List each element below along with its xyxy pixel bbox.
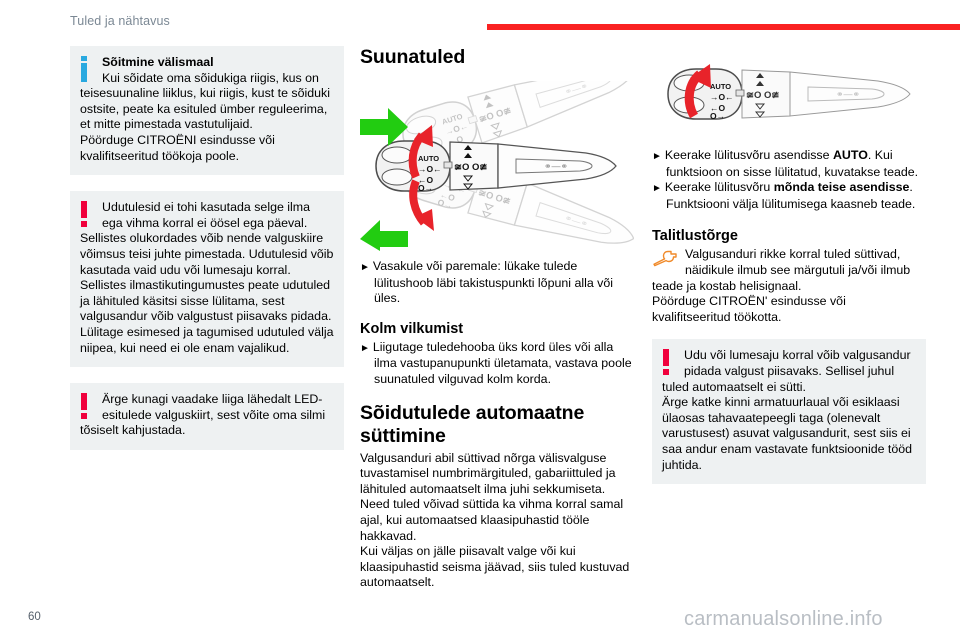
bullet-arrow-icon: ► [360, 262, 370, 273]
turn-signal-instruction-bullet: ►Vasakule või paremale: lükake tulede lü… [360, 259, 634, 307]
svg-text:⚭—⚭: ⚭—⚭ [836, 89, 860, 99]
right-column: AUTO →O← ←O O→ ≆O O≇ ⚭—⚭ ►Keerake lülitu… [652, 46, 926, 500]
auto-bullet-bold: AUTO [832, 148, 868, 162]
warning-callout-sensor-body: Udu või lumesaju korral võib valgusandur… [662, 348, 916, 395]
right-turn-green-arrow [360, 108, 408, 146]
warning-callout-fog-body: Udutulesid ei tohi kasutada selge ilma e… [80, 200, 334, 356]
info-callout-body: Sõitmine välismaal Kui sõidate oma sõidu… [80, 55, 334, 133]
malfunction-paragraph-2: Pöörduge CITROËN' esindusse või kvalifit… [652, 294, 846, 324]
warning-callout-led-beam: Ärge kunagi vaadake liiga lähedalt LED-e… [70, 383, 344, 450]
other-bullet-bold: mõnda teise asendisse [773, 180, 910, 195]
running-header-title: Tuled ja nähtavus [70, 14, 170, 28]
warning-icon [80, 393, 97, 420]
auto-headlamp-paragraph-1: Valgusanduri abil süttivad nõrga välisva… [360, 450, 616, 496]
svg-text:→O←: →O← [710, 92, 734, 102]
page-number: 60 [28, 611, 41, 623]
stalk-move-up-red-arrow [408, 125, 433, 179]
warning-callout-fog-lamps: Udutulesid ei tohi kasutada selge ilma e… [70, 191, 344, 368]
warning-icon [80, 201, 97, 228]
info-icon [80, 56, 97, 82]
auto-bullet-after: . Kui funktsioon on sisse lülitatud, kuv… [666, 148, 919, 179]
bullet-arrow-icon: ► [652, 151, 662, 162]
info-callout-driving-abroad: Sõitmine välismaal Kui sõidate oma sõidu… [70, 46, 344, 176]
svg-text:AUTO: AUTO [710, 82, 731, 91]
svg-text:O→: O→ [710, 111, 725, 121]
three-flashes-instruction-text: Liigutage tuledehooba üks kord üles või … [372, 339, 632, 386]
page-header: Tuled ja nähtavus [0, 0, 960, 40]
section-heading-turn-signals: Suunatuled [360, 46, 466, 68]
warning-callout-light-sensor: Udu või lumesaju korral võib valgusandur… [652, 339, 926, 485]
subheading-three-flashes: Kolm vilkumist [360, 320, 464, 337]
info-callout-paragraph-1: Kui sõidate oma sõidukiga riigis, kus on… [80, 70, 330, 132]
auto-headlamp-paragraph-3: Kui väljas on jälle piisavalt valge või … [360, 544, 630, 590]
three-flashes-instruction-bullet: ►Liigutage tuledehooba üks kord üles või… [360, 340, 634, 388]
left-turn-green-arrow [360, 220, 408, 251]
other-bullet-before: Keerake lülitusvõru [664, 180, 774, 195]
lighting-stalk-turn-signal-diagram: AUTO →O← ←O O→ ≆O O≇ ⚭—⚭ [360, 81, 634, 251]
bullet-arrow-icon: ► [360, 342, 370, 354]
site-watermark: carmanualsonline.info [684, 608, 883, 630]
warning-callout-fog-paragraph: Udutulesid ei tohi kasutada selge ilma e… [80, 200, 334, 355]
subheading-malfunction: Talitlustõrge [652, 228, 738, 245]
auto-headlamp-paragraph-2: Need tuled võivad süttida ka vihma korra… [360, 497, 624, 543]
rotate-ring-red-arrow [684, 64, 711, 119]
warning-icon [662, 349, 679, 376]
bullet-arrow-icon: ► [652, 183, 662, 195]
turn-signal-instruction-text: Vasakule või paremale: lükake tulede lül… [372, 259, 614, 306]
stalk-move-down-red-arrow [409, 179, 434, 231]
malfunction-paragraph-1: Valgusanduri rikke korral tuled süttivad… [652, 247, 926, 294]
warning-callout-led-body: Ärge kunagi vaadake liiga lähedalt LED-e… [80, 392, 334, 439]
lighting-stalk-auto-position-diagram: AUTO →O← ←O O→ ≆O O≇ ⚭—⚭ [652, 46, 926, 138]
warning-callout-sensor-paragraph-2: Ärge katke kinni armatuurlaual või esikl… [662, 395, 913, 472]
header-red-rule [487, 24, 960, 30]
other-position-instruction-bullet: ►Keerake lülitusvõru mõnda teise asendis… [652, 180, 926, 212]
svg-text:←O: ←O [710, 103, 726, 113]
left-column: Sõitmine välismaal Kui sõidate oma sõidu… [70, 46, 344, 466]
other-bullet-after: . Funktsiooni välja lülitumisega kaasneb… [666, 180, 916, 211]
wrench-icon [652, 250, 680, 267]
warning-callout-led-paragraph: Ärge kunagi vaadake liiga lähedalt LED-e… [80, 392, 326, 438]
info-callout-title: Sõitmine välismaal [102, 55, 214, 69]
info-callout-paragraph-2: Pöörduge CITROËNI esindusse või kvalifit… [80, 132, 275, 163]
middle-column: Suunatuled AUTO [360, 46, 634, 591]
auto-bullet-before: Keerake lülitusvõru asendisse [664, 148, 833, 162]
auto-position-instruction-bullet: ►Keerake lülitusvõru asendisse AUTO. Kui… [652, 148, 926, 180]
malfunction-text-1: Valgusanduri rikke korral tuled süttivad… [652, 247, 911, 293]
svg-text:≆O O≇: ≆O O≇ [746, 90, 779, 101]
warning-callout-sensor-paragraph-1: Udu või lumesaju korral võib valgusandur… [662, 348, 911, 394]
section-heading-auto-headlamp: Sõidutulede automaatne süttimine [360, 401, 585, 447]
